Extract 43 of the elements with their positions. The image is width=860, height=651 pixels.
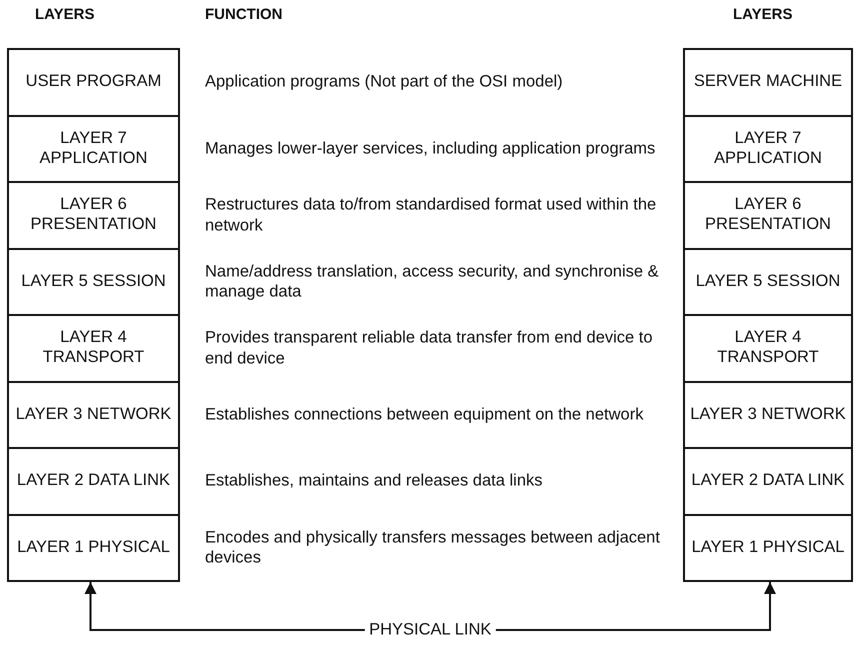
layer-box — [7, 314, 180, 382]
layer-box — [7, 514, 180, 582]
layer-name: LAYER 3 NETWORK — [689, 404, 847, 425]
layer-name: LAYER 6 PRESENTATION — [704, 195, 832, 236]
function-description: Application programs (Not part of the OSI model) — [205, 72, 564, 93]
layer-name: LAYER 7 APPLICATION — [38, 128, 148, 169]
layer-name: LAYER 6 PRESENTATION — [30, 195, 158, 236]
function-description: Provides transparent reliable data transfer from end device to end device — [205, 328, 654, 369]
layer-name: LAYER 2 DATA LINK — [690, 471, 846, 492]
layer-box — [683, 314, 853, 382]
layer-box — [7, 48, 180, 116]
layer-name: LAYER 1 PHYSICAL — [16, 538, 171, 558]
layer-box — [7, 181, 180, 250]
layer-name: LAYER 4 TRANSPORT — [716, 328, 820, 368]
layer-box — [683, 380, 853, 449]
layer-name: LAYER 4 TRANSPORT — [42, 328, 146, 368]
layer-box — [683, 514, 853, 582]
layer-name: LAYER 5 SESSION — [20, 272, 167, 292]
layer-box — [683, 248, 853, 316]
layer-name: LAYER 3 NETWORK — [14, 404, 172, 425]
layer-box — [683, 114, 853, 183]
function-description: Name/address translation, access security, and synchronise & manage data — [205, 261, 660, 302]
layer-box — [7, 380, 180, 449]
function-description: Manages lower-layer services, including application programs — [205, 138, 656, 160]
function-description: Establishes connections between equipment on the network — [205, 404, 644, 426]
layer-box — [683, 447, 853, 516]
function-description: Encodes and physically transfers messages between adjacent devices — [205, 527, 661, 568]
layer-box — [7, 447, 180, 516]
layer-box — [7, 114, 180, 183]
layer-box — [683, 181, 853, 250]
function-description: Establishes, maintains and releases data links — [205, 470, 544, 492]
layer-box — [7, 248, 180, 316]
column-header: FUNCTION — [205, 6, 282, 23]
column-header: LAYERS — [35, 6, 94, 23]
layer-name: LAYER 2 DATA LINK — [16, 471, 172, 492]
layer-name: LAYER 7 APPLICATION — [713, 128, 823, 169]
layer-name: LAYER 5 SESSION — [694, 272, 842, 292]
layer-box — [683, 48, 853, 116]
layer-name: SERVER MACHINE — [692, 72, 844, 92]
function-description: Restructures data to/from standardised format used within the network — [205, 194, 658, 236]
layer-name: LAYER 1 PHYSICAL — [690, 538, 846, 558]
layer-name: USER PROGRAM — [24, 72, 162, 92]
column-header: LAYERS — [733, 6, 792, 23]
